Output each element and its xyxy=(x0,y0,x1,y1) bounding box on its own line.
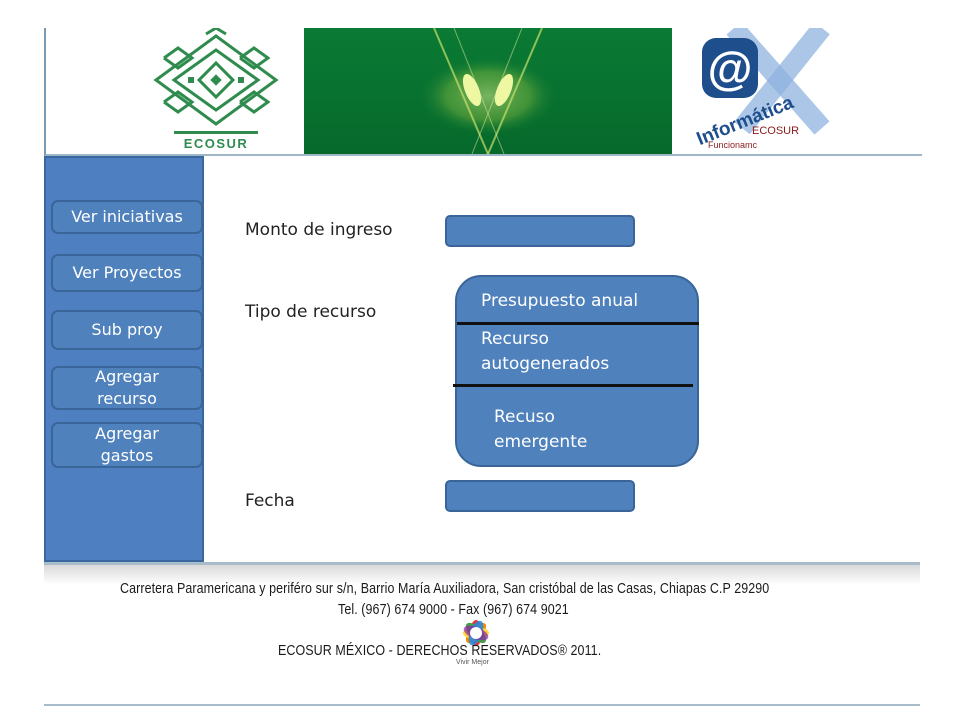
option-presupuesto-anual[interactable]: Presupuesto anual xyxy=(481,289,638,314)
informatica-logo-tag: Funcionamc xyxy=(708,140,758,150)
agregar-recurso-button[interactable]: Agregar recurso xyxy=(51,366,203,410)
wheat-leaves-icon xyxy=(418,28,558,154)
agregar-recurso-label: Agregar recurso xyxy=(95,367,159,408)
option-recuso-emergente-label: Recuso emergente xyxy=(494,407,588,452)
fecha-label: Fecha xyxy=(245,491,295,511)
ver-proyectos-label: Ver Proyectos xyxy=(72,263,182,282)
ver-iniciativas-label: Ver iniciativas xyxy=(71,207,183,226)
option-recuso-emergente[interactable]: Recuso emergente xyxy=(494,405,624,455)
ver-proyectos-button[interactable]: Ver Proyectos xyxy=(51,254,203,292)
option-divider xyxy=(457,322,699,325)
fecha-input[interactable] xyxy=(445,480,635,512)
ecosur-logo: ECOSUR xyxy=(46,26,302,154)
informatica-logo-icon: @ Informática ECOSUR Funcionamc xyxy=(672,28,922,154)
tipo-recurso-label: Tipo de recurso xyxy=(245,302,377,322)
sub-proy-button[interactable]: Sub proy xyxy=(51,310,203,350)
ver-iniciativas-button[interactable]: Ver iniciativas xyxy=(51,200,203,234)
sub-proy-label: Sub proy xyxy=(91,320,163,339)
footer-address: Carretera Paramericana y periféro sur s/… xyxy=(120,581,770,597)
informatica-logo: @ Informática ECOSUR Funcionamc xyxy=(672,28,922,154)
header-banner: ECOSUR @ xyxy=(44,26,922,156)
footer-phone: Tel. (967) 674 9000 - Fax (967) 674 9021 xyxy=(338,602,569,618)
sidebar: Ver iniciativas Ver Proyectos Sub proy A… xyxy=(44,156,204,562)
ecosur-logo-text: ECOSUR xyxy=(184,136,249,151)
ecosur-logo-icon: ECOSUR xyxy=(153,26,279,151)
agregar-gastos-button[interactable]: Agregar gastos xyxy=(51,422,203,468)
monto-label: Monto de ingreso xyxy=(245,220,393,240)
header-green-panel xyxy=(304,28,672,154)
footer: Carretera Paramericana y periféro sur s/… xyxy=(44,562,920,706)
flower-logo-icon xyxy=(463,620,489,646)
flower-logo-tag: Vivir Mejor xyxy=(456,659,489,666)
svg-text:@: @ xyxy=(708,42,753,94)
option-presupuesto-anual-label: Presupuesto anual xyxy=(481,291,639,311)
monto-input[interactable] xyxy=(445,215,635,247)
option-divider xyxy=(453,384,693,387)
agregar-gastos-label: Agregar gastos xyxy=(95,424,159,465)
option-recurso-autogenerados-label: Recurso autogenerados xyxy=(481,329,610,374)
tipo-recurso-list[interactable]: Presupuesto anual Recurso autogenerados … xyxy=(453,275,699,467)
informatica-logo-sub: ECOSUR xyxy=(752,125,799,137)
footer-copyright: ECOSUR MÉXICO - DERECHOS RESERVADOS® 201… xyxy=(278,643,602,659)
option-recurso-autogenerados[interactable]: Recurso autogenerados xyxy=(481,327,611,377)
